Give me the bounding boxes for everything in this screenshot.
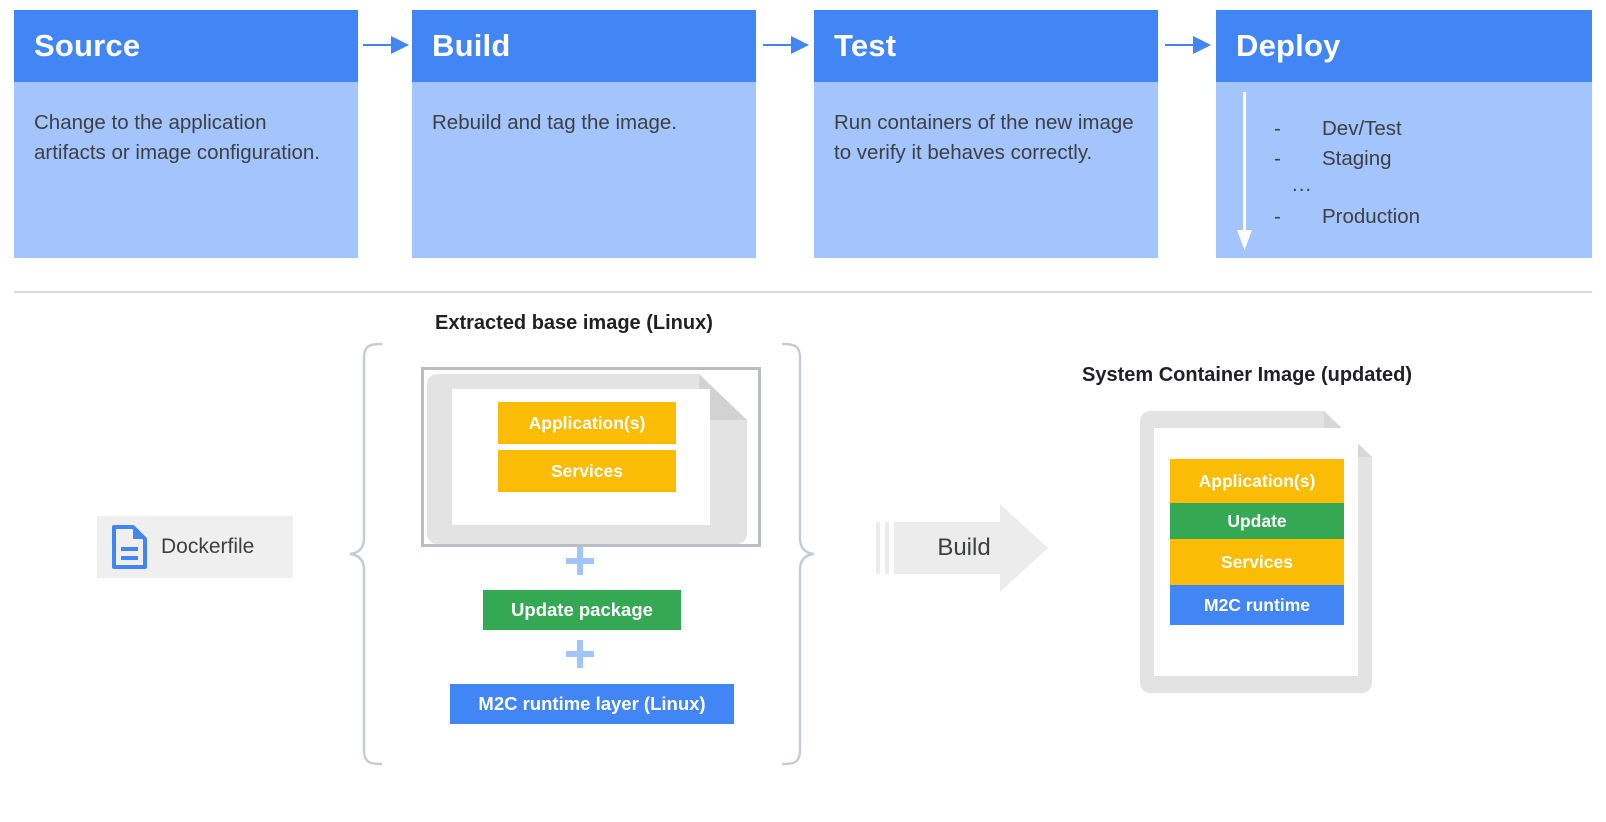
stage-title-deploy: Deploy bbox=[1236, 28, 1341, 63]
image-build-diagram: Extracted base image (Linux) System Cont… bbox=[0, 292, 1606, 822]
layer-services: Services bbox=[498, 450, 676, 492]
stage-body-source: Change to the application artifacts or i… bbox=[14, 82, 358, 258]
right-brace bbox=[782, 342, 815, 766]
dockerfile-chip[interactable]: Dockerfile bbox=[97, 516, 293, 578]
stage-title-build: Build bbox=[432, 28, 511, 63]
build-label-wrapper: Build bbox=[912, 502, 1016, 594]
list-item: - Staging bbox=[1274, 144, 1544, 174]
block-update-package: Update package bbox=[483, 590, 681, 630]
section-divider bbox=[14, 291, 1592, 293]
arrow-right-icon bbox=[363, 36, 409, 54]
stage-title-source: Source bbox=[34, 28, 141, 63]
plus-icon bbox=[566, 547, 594, 575]
layer-label: Services bbox=[550, 460, 623, 481]
list-ellipsis: ... bbox=[1292, 173, 1313, 196]
deploy-environment-list: - Dev/Test - Staging ... - Production bbox=[1274, 114, 1544, 232]
result-layer-applications: Application(s) bbox=[1170, 459, 1344, 503]
left-brace bbox=[349, 342, 382, 766]
pipeline-stage-deploy[interactable]: Deploy - Dev/Test - Staging ... - Produc bbox=[1216, 10, 1592, 258]
pipeline-stage-source[interactable]: Source Change to the application artifac… bbox=[14, 10, 358, 258]
list-item: - Dev/Test bbox=[1274, 114, 1544, 144]
layer-label: Application(s) bbox=[1198, 470, 1316, 491]
stage-description-source: Change to the application artifacts or i… bbox=[34, 111, 320, 164]
layer-label: Application(s) bbox=[528, 412, 646, 433]
result-layer-update: Update bbox=[1170, 503, 1344, 539]
stage-description-test: Run containers of the new image to verif… bbox=[834, 111, 1134, 164]
build-action-arrow[interactable]: Build bbox=[876, 502, 1048, 594]
arrow-down-icon bbox=[1237, 92, 1252, 250]
list-item-label: Staging bbox=[1322, 147, 1392, 170]
list-item-label: Production bbox=[1322, 205, 1421, 228]
build-label: Build bbox=[937, 534, 991, 561]
arrow-right-icon bbox=[763, 36, 809, 54]
layer-label: M2C runtime bbox=[1204, 594, 1310, 615]
extracted-base-image-frame: Application(s) Services bbox=[421, 367, 761, 547]
block-label: M2C runtime layer (Linux) bbox=[478, 693, 706, 714]
list-marker: - bbox=[1274, 205, 1281, 228]
result-caption: System Container Image (updated) bbox=[1082, 364, 1413, 386]
stage-body-test: Run containers of the new image to verif… bbox=[814, 82, 1158, 258]
system-container-image: Application(s) Update Services M2C runti… bbox=[1128, 407, 1384, 702]
block-label: Update package bbox=[511, 599, 653, 620]
arrow-right-icon bbox=[876, 504, 1048, 592]
dockerfile-label: Dockerfile bbox=[161, 535, 255, 558]
plus-icon bbox=[566, 640, 594, 668]
stage-header-source: Source bbox=[14, 10, 358, 82]
stage-header-test: Test bbox=[814, 10, 1158, 82]
layer-label: Update bbox=[1227, 510, 1287, 531]
source-caption: Extracted base image (Linux) bbox=[435, 312, 713, 334]
list-item: - Production bbox=[1274, 202, 1544, 232]
result-layer-m2c-runtime: M2C runtime bbox=[1170, 585, 1344, 625]
result-layer-services: Services bbox=[1170, 539, 1344, 585]
document-icon bbox=[112, 525, 147, 569]
pipeline-stage-test[interactable]: Test Run containers of the new image to … bbox=[814, 10, 1158, 258]
stage-header-deploy: Deploy bbox=[1216, 10, 1592, 82]
stage-body-deploy: - Dev/Test - Staging ... - Production bbox=[1216, 82, 1592, 258]
stage-header-build: Build bbox=[412, 10, 756, 82]
stage-title-test: Test bbox=[834, 28, 897, 63]
layer-applications: Application(s) bbox=[498, 402, 676, 444]
block-m2c-runtime-layer: M2C runtime layer (Linux) bbox=[450, 684, 734, 724]
list-marker: - bbox=[1274, 117, 1281, 140]
list-item-label: Dev/Test bbox=[1322, 117, 1402, 140]
list-marker: - bbox=[1274, 147, 1281, 170]
cicd-pipeline: Source Change to the application artifac… bbox=[0, 0, 1606, 293]
stage-description-build: Rebuild and tag the image. bbox=[432, 111, 678, 134]
pipeline-stage-build[interactable]: Build Rebuild and tag the image. bbox=[412, 10, 756, 258]
layer-label: Services bbox=[1220, 551, 1293, 572]
stage-body-build: Rebuild and tag the image. bbox=[412, 82, 756, 258]
arrow-right-icon bbox=[1165, 36, 1211, 54]
